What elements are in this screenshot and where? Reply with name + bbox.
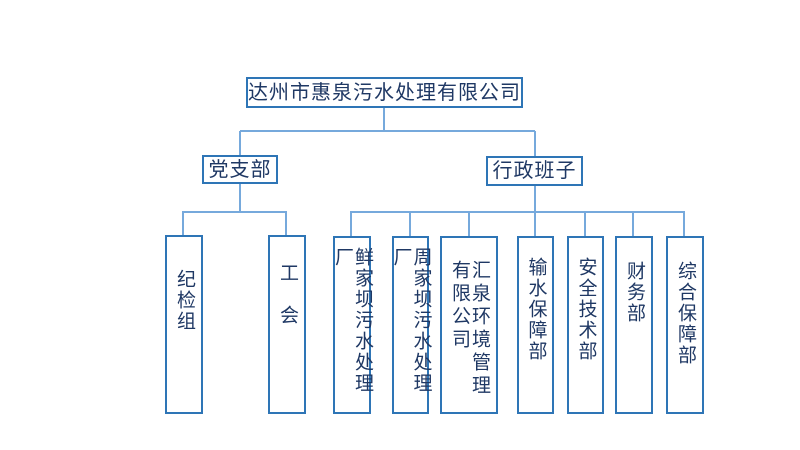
org-node-company-label: 达州市惠泉污水处理有限公司 [248, 81, 521, 104]
org-node-huiquan-company: 汇泉环境管理 有限公司 [440, 236, 498, 414]
org-node-finance-dept-label: 财务部 [624, 261, 645, 324]
org-node-zhoujiaba-plant: 周家坝污水处理厂 [390, 236, 432, 414]
org-node-xianjiaba-plant: 鲜家坝污水处理厂 [332, 236, 373, 414]
org-node-labor-union: 工 会 [268, 235, 306, 414]
org-node-safety-tech-dept-label: 安全技术部 [575, 257, 597, 362]
org-node-xianjiaba-plant-label: 鲜家坝污水处理厂 [332, 247, 373, 394]
org-node-general-support-dept: 综合保障部 [666, 236, 704, 414]
org-node-safety-tech-dept: 安全技术部 [567, 236, 604, 414]
org-node-huiquan-company-label: 汇泉环境管理 有限公司 [449, 260, 490, 398]
org-node-zhoujiaba-plant-label: 周家坝污水处理厂 [390, 247, 432, 394]
org-node-discipline-inspection-label: 纪检组 [174, 269, 195, 332]
org-node-water-supply-dept-label: 输水保障部 [525, 257, 547, 362]
org-node-labor-union-label: 工 会 [277, 263, 298, 326]
org-node-water-supply-dept: 输水保障部 [517, 236, 554, 414]
org-node-admin-team: 行政班子 [486, 156, 583, 186]
org-node-discipline-inspection: 纪检组 [165, 235, 203, 414]
org-node-general-support-dept-label: 综合保障部 [675, 261, 696, 366]
org-node-finance-dept: 财务部 [615, 236, 653, 414]
org-node-company: 达州市惠泉污水处理有限公司 [246, 77, 523, 108]
org-node-party-branch: 党支部 [202, 155, 278, 184]
org-node-admin-team-label: 行政班子 [492, 160, 577, 182]
org-node-party-branch-label: 党支部 [208, 158, 272, 181]
